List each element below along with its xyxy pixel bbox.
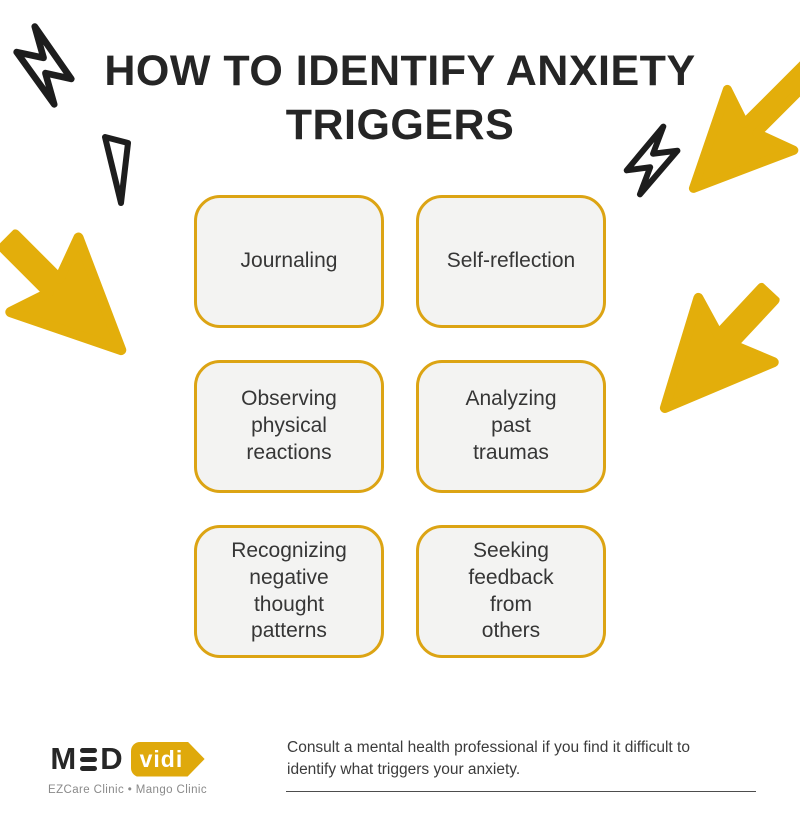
logo-letter-d: D	[100, 741, 124, 776]
medvidi-logo-row: M D vidi	[50, 741, 205, 777]
footer-divider	[286, 791, 756, 792]
card-label: Seeking feedback from others	[468, 538, 554, 643]
cursor-arrow-icon	[0, 229, 127, 356]
footer-note: Consult a mental health professional if …	[287, 739, 690, 778]
logo-e-bars-icon	[80, 747, 98, 771]
logo-tagline: EZCare Clinic • Mango Clinic	[48, 784, 208, 796]
card-analyzing-past-traumas: Analyzing past traumas	[416, 360, 606, 493]
card-label: Analyzing past traumas	[465, 387, 557, 464]
cursor-arrow-icon	[659, 282, 780, 413]
card-label: Recognizing negative thought patterns	[231, 538, 347, 643]
medvidi-logo: M D vidi EZCare Clinic • Mango Clinic	[48, 741, 207, 796]
logo-vidi-text: vidi	[139, 745, 184, 772]
logo-letter-m: M	[50, 741, 78, 776]
card-observing-physical-reactions: Observing physical reactions	[194, 360, 384, 493]
card-self-reflection: Self-reflection	[416, 195, 606, 328]
card-recognizing-negative-thought-patterns: Recognizing negative thought patterns	[194, 525, 384, 658]
card-label: Journaling	[240, 249, 338, 273]
page-title: HOW TO IDENTIFY ANXIETY TRIGGERS	[104, 47, 696, 150]
card-label: Self-reflection	[446, 249, 576, 273]
card-label: Observing physical reactions	[241, 387, 337, 464]
triggers-card-grid: Journaling Self-reflection Observing phy…	[194, 195, 606, 658]
card-seeking-feedback-from-others: Seeking feedback from others	[416, 525, 606, 658]
logo-med-wordmark: M D	[50, 741, 123, 777]
logo-vidi-badge: vidi	[130, 741, 205, 777]
card-journaling: Journaling	[194, 195, 384, 328]
